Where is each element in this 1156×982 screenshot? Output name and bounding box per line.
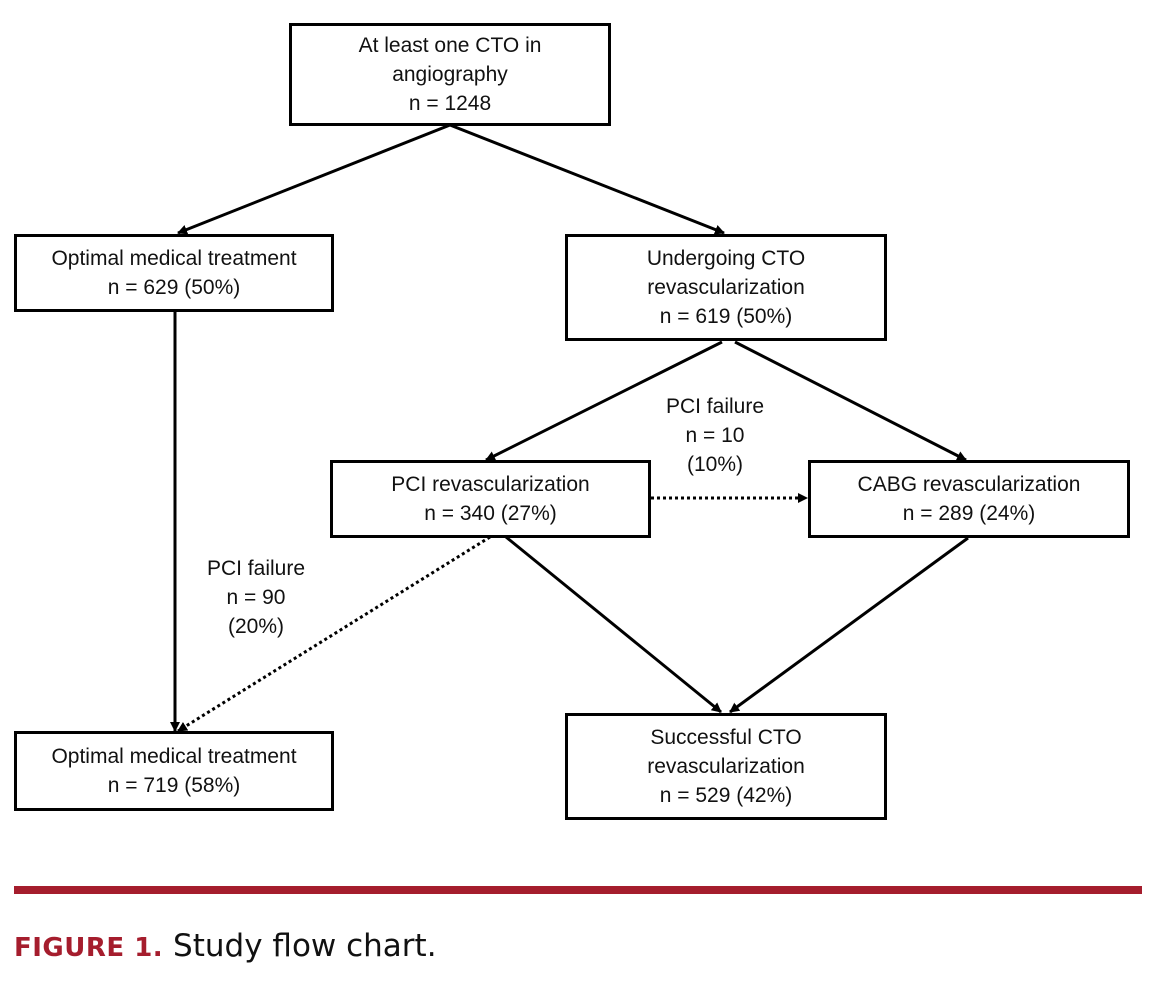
node-root-line-3: n = 1248 bbox=[408, 92, 492, 115]
edge-label-pci-to-cabg-line-1: PCI failure bbox=[665, 395, 765, 418]
node-pci-line-2: n = 340 (27%) bbox=[424, 502, 557, 525]
node-omt-initial-line-2: n = 629 (50%) bbox=[107, 276, 241, 299]
node-root: At least one CTO in angiography n = 1248 bbox=[289, 23, 611, 126]
node-omt-final-line-1: Optimal medical treatment bbox=[51, 745, 297, 768]
node-successful-line-2: revascularization bbox=[647, 755, 805, 778]
node-revascularization-line-2: revascularization bbox=[647, 276, 805, 299]
edge-label-pci-to-cabg: PCI failure n = 10 (10%) bbox=[635, 392, 795, 479]
arrow-pci-to-omt2-dotted bbox=[177, 535, 491, 733]
figure-caption: FIGURE 1. Study flow chart. bbox=[14, 928, 437, 964]
node-revascularization-line-3: n = 619 (50%) bbox=[659, 305, 793, 328]
node-cabg-line-2: n = 289 (24%) bbox=[902, 502, 1036, 525]
arrow-cabg-to-success bbox=[729, 536, 969, 714]
node-successful-line-3: n = 529 (42%) bbox=[659, 784, 793, 807]
edge-label-pci-to-omt-line-1: PCI failure bbox=[206, 557, 306, 580]
edge-label-pci-to-cabg-line-3: (10%) bbox=[686, 453, 744, 476]
arrow-root-to-revasc bbox=[449, 123, 725, 235]
edge-label-pci-to-omt-line-2: n = 90 bbox=[226, 586, 286, 609]
arrow-root-to-omt1 bbox=[177, 123, 451, 235]
edge-label-pci-to-omt-line-3: (20%) bbox=[227, 615, 285, 638]
node-pci: PCI revascularization n = 340 (27%) bbox=[330, 460, 651, 538]
node-cabg-line-1: CABG revascularization bbox=[857, 473, 1081, 496]
arrow-pci-to-success bbox=[505, 535, 722, 714]
edge-label-pci-to-cabg-line-2: n = 10 bbox=[685, 424, 745, 447]
node-revascularization-line-1: Undergoing CTO bbox=[646, 247, 806, 270]
arrow-revasc-to-pci bbox=[485, 340, 723, 462]
node-omt-final-line-2: n = 719 (58%) bbox=[107, 774, 241, 797]
node-cabg: CABG revascularization n = 289 (24%) bbox=[808, 460, 1130, 538]
node-revascularization: Undergoing CTO revascularization n = 619… bbox=[565, 234, 887, 341]
caption-divider bbox=[14, 886, 1142, 894]
node-pci-line-1: PCI revascularization bbox=[391, 473, 590, 496]
arrow-revasc-to-cabg bbox=[734, 340, 967, 462]
figure-caption-label: FIGURE 1. bbox=[14, 933, 164, 963]
node-root-line-2: angiography bbox=[392, 63, 508, 86]
node-omt-initial: Optimal medical treatment n = 629 (50%) bbox=[14, 234, 334, 312]
node-successful: Successful CTO revascularization n = 529… bbox=[565, 713, 887, 820]
node-omt-final: Optimal medical treatment n = 719 (58%) bbox=[14, 731, 334, 811]
node-root-line-1: At least one CTO in bbox=[358, 34, 542, 57]
edge-label-pci-to-omt: PCI failure n = 90 (20%) bbox=[176, 554, 336, 641]
figure-caption-text: Study flow chart. bbox=[163, 928, 437, 964]
node-successful-line-1: Successful CTO bbox=[650, 726, 802, 749]
node-omt-initial-line-1: Optimal medical treatment bbox=[51, 247, 297, 270]
